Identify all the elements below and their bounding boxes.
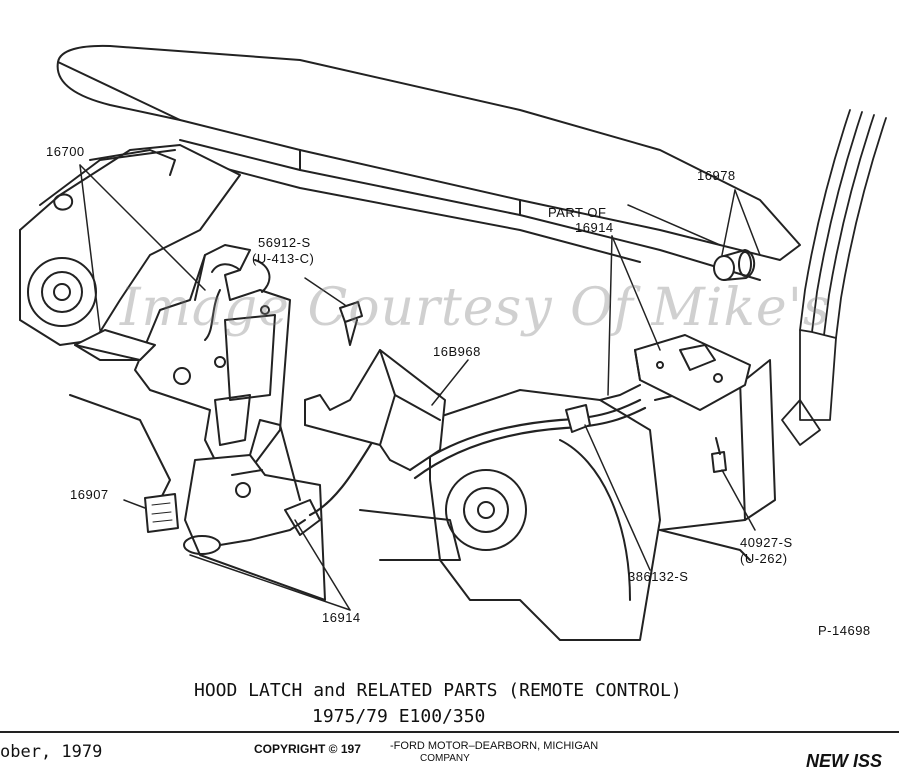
diagram-subtitle: 1975/79 E100/350 [312, 706, 486, 727]
part-40927-bolt [711, 437, 727, 473]
callout-u-413-c: (U-413-C) [252, 251, 315, 266]
footer-company: -FORD MOTOR–DEARBORN, MICHIGAN [390, 740, 599, 752]
radiator-support-panel [56, 44, 801, 281]
remote-control-housing [599, 334, 751, 411]
footer-copyright: COPYRIGHT © 197 [254, 742, 361, 756]
callout-16b968: 16B968 [433, 344, 481, 359]
hood-latch-assembly [74, 244, 291, 471]
footer-date: ober, 1979 [0, 742, 103, 762]
figure-id: P-14698 [818, 623, 871, 638]
callout-16907: 16907 [70, 487, 109, 502]
callout-16914: 16914 [322, 610, 361, 625]
callout-386132-s: 386132-S [628, 569, 689, 584]
part-56912-screw [339, 301, 363, 346]
callout-40927-s: 40927-S [740, 535, 793, 550]
footer-company-line2: COMPANY [420, 753, 470, 764]
callout-part-of: PART OF [548, 205, 607, 220]
footer-issue: NEW ISS [806, 751, 883, 771]
part-16978-knob [713, 249, 756, 281]
callout-part-of-16914: 16914 [575, 220, 614, 235]
part-16907-pad [144, 493, 179, 533]
part-16b968-bracket [304, 349, 446, 471]
callout-56912-s: 56912-S [258, 235, 311, 250]
watermark-text: Image Courtesy Of Mike's [120, 278, 831, 338]
leader-lines [79, 164, 761, 611]
right-front-structure [359, 359, 776, 641]
footer-rule [0, 731, 899, 733]
hood-hinge-bars [781, 109, 887, 446]
callout-u-262: (U-262) [740, 551, 788, 566]
part-386132-clip [565, 404, 591, 433]
callout-16700: 16700 [46, 144, 85, 159]
latch-mount-bracket [184, 419, 326, 601]
callout-16978: 16978 [697, 168, 736, 183]
diagram-title: HOOD LATCH and RELATED PARTS (REMOTE CON… [194, 680, 682, 701]
